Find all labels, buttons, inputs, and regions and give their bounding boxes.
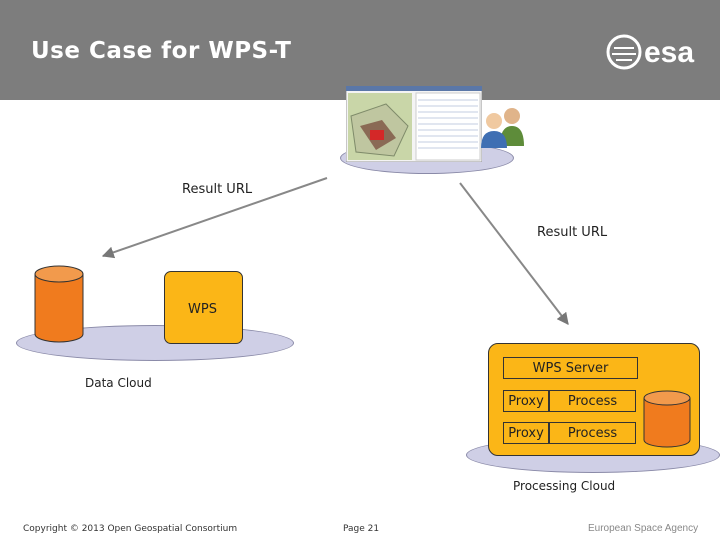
footer-agency-name: European Space Agency bbox=[588, 523, 699, 534]
client-screenshot bbox=[346, 86, 482, 162]
slide-title: Use Case for WPS-T bbox=[31, 38, 292, 64]
footer-copyright: Copyright © 2013 Open Geospatial Consort… bbox=[23, 524, 238, 534]
svg-text:esa: esa bbox=[644, 36, 694, 69]
processing-storage-cylinder bbox=[643, 390, 691, 448]
wps-label: WPS bbox=[188, 302, 217, 317]
slide-header bbox=[0, 0, 720, 100]
proxy-cell-2: Proxy bbox=[503, 422, 549, 444]
arrow-client-to-processing-cloud bbox=[459, 182, 569, 325]
wps-server-title: WPS Server bbox=[503, 357, 638, 379]
proxy-cell-1: Proxy bbox=[503, 390, 549, 412]
esa-logo: esa bbox=[606, 34, 694, 70]
processing-cloud-label: Processing Cloud bbox=[513, 479, 616, 493]
data-cloud-label: Data Cloud bbox=[85, 376, 152, 390]
result-url-label-left: Result URL bbox=[182, 182, 253, 197]
process-cell-2: Process bbox=[549, 422, 636, 444]
footer-page-number: Page 21 bbox=[343, 524, 380, 534]
result-url-label-right: Result URL bbox=[537, 225, 608, 240]
users-icon bbox=[481, 108, 524, 148]
data-cloud-storage-cylinder bbox=[34, 265, 84, 343]
wps-box bbox=[164, 271, 243, 344]
arrow-client-to-data-cloud bbox=[101, 177, 328, 259]
process-cell-1: Process bbox=[549, 390, 636, 412]
